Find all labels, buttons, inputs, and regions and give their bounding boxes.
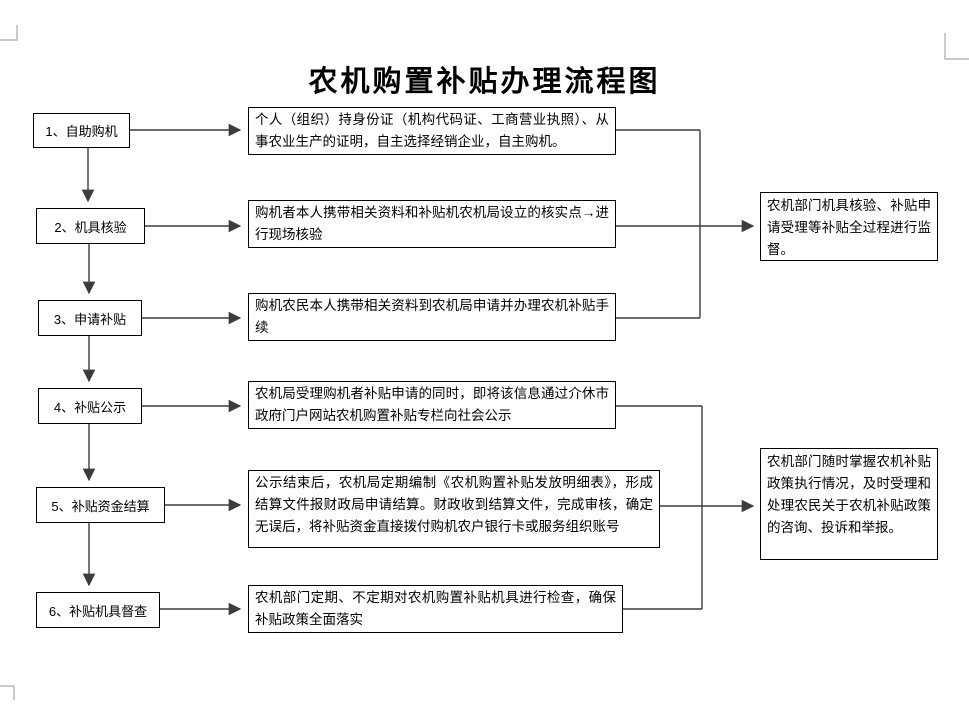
step-6-desc-box: 农机部门定期、不定期对农机购置补贴机具进行检查，确保补贴政策全面落实 (248, 585, 623, 633)
step-4-desc-box: 农机局受理购机者补贴申请的同时，即将该信息通过介休市政府门户网站农机购置补贴专栏… (248, 381, 616, 429)
step-4-box: 4、补贴公示 (38, 388, 142, 424)
page-title: 农机购置补贴办理流程图 (308, 64, 661, 98)
step-2-box: 2、机具核验 (36, 208, 145, 244)
policy-feedback-note-text: 农机部门随时掌握农机补贴政策执行情况，及时受理和处理农民关于农机补贴政策的咨询、… (767, 454, 931, 535)
step-2-label: 2、机具核验 (54, 219, 127, 235)
step-1-box: 1、自助购机 (33, 113, 130, 148)
step-4-desc: 农机局受理购机者补贴申请的同时，即将该信息通过介休市政府门户网站农机购置补贴专栏… (255, 386, 609, 423)
step-5-label: 5、补贴资金结算 (51, 498, 150, 514)
policy-feedback-note-box: 农机部门随时掌握农机补贴政策执行情况，及时受理和处理农民关于农机补贴政策的咨询、… (760, 448, 938, 560)
step-6-label: 6、补贴机具督查 (48, 603, 148, 619)
supervision-note-text: 农机部门机具核验、补贴申请受理等补贴全过程进行监督。 (767, 198, 931, 257)
connector-group (81, 123, 755, 616)
step-5-desc-box: 公示结束后，农机局定期编制《农机购置补贴发放明细表》，形成结算文件报财政局申请结… (248, 470, 660, 548)
step-1-desc-box: 个人（组织）持身份证（机构代码证、工商营业执照）、从事农业生产的证明，自主选择经… (248, 107, 616, 155)
step-3-desc-box: 购机农民本人携带相关资料到农机局申请并办理农机补贴手续 (248, 293, 616, 341)
step-2-desc: 购机者本人携带相关资料和补贴机农机局设立的核实点→进行现场核验 (255, 205, 609, 242)
step-3-desc: 购机农民本人携带相关资料到农机局申请并办理农机补贴手续 (255, 298, 609, 335)
step-2-desc-box: 购机者本人携带相关资料和补贴机农机局设立的核实点→进行现场核验 (248, 200, 616, 248)
step-1-desc: 个人（组织）持身份证（机构代码证、工商营业执照）、从事农业生产的证明，自主选择经… (255, 112, 609, 149)
step-5-box: 5、补贴资金结算 (36, 487, 165, 523)
step-6-box: 6、补贴机具督查 (36, 592, 160, 628)
step-6-desc: 农机部门定期、不定期对农机购置补贴机具进行检查，确保补贴政策全面落实 (255, 590, 616, 627)
step-3-box: 3、申请补贴 (38, 300, 142, 336)
step-5-desc: 公示结束后，农机局定期编制《农机购置补贴发放明细表》，形成结算文件报财政局申请结… (255, 475, 653, 534)
page-crop-marks (0, 25, 969, 700)
supervision-note-box: 农机部门机具核验、补贴申请受理等补贴全过程进行监督。 (760, 192, 938, 261)
step-1-label: 1、自助购机 (45, 124, 118, 139)
step-4-label: 4、补贴公示 (53, 399, 127, 415)
step-3-label: 3、申请补贴 (53, 311, 127, 327)
